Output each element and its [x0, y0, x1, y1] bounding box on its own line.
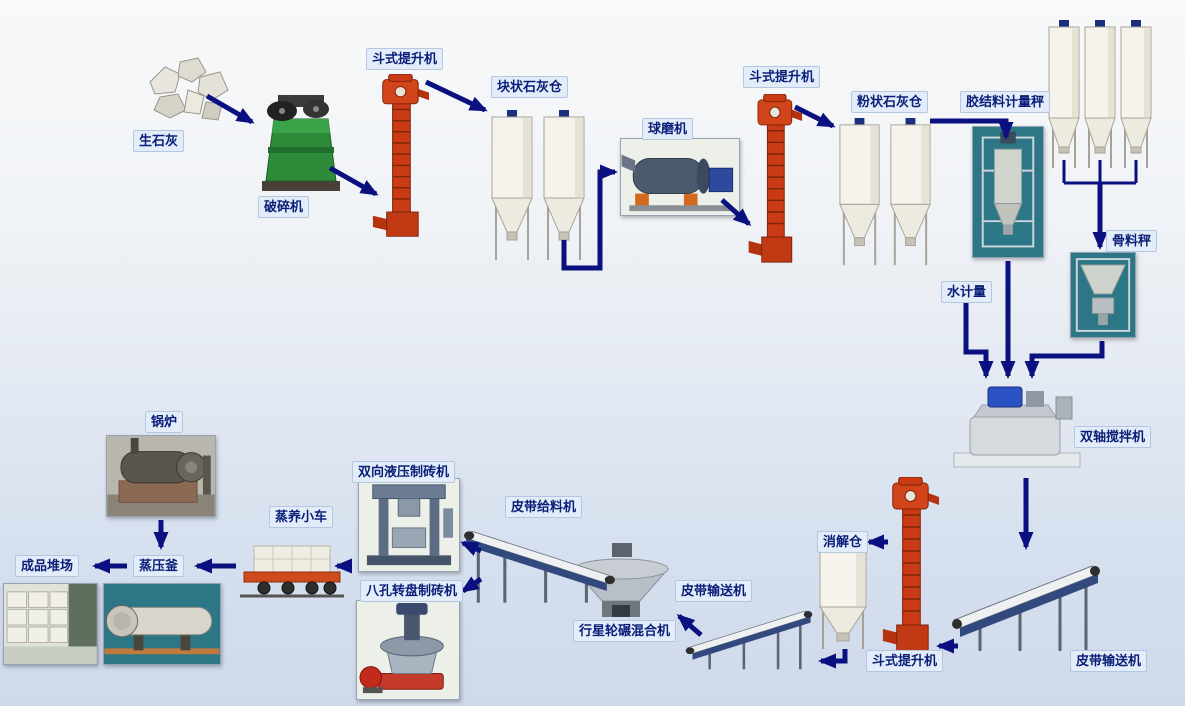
label-aggregate-scale: 骨料秤: [1106, 230, 1158, 252]
aggregate-scale: [1070, 252, 1136, 338]
slaking-silo-icon: [816, 543, 870, 655]
double-shaft-mixer: [948, 383, 1086, 475]
product-yard: [3, 583, 98, 665]
slaking-silo: [816, 543, 870, 655]
belt-conveyor-icon: [684, 600, 814, 672]
boiler: [106, 435, 216, 517]
arrow-aggregate-scale-to-mixer: [1024, 341, 1105, 379]
belt-feeder: [462, 518, 617, 606]
quicklime-rocks: [140, 52, 235, 127]
product-yard-icon: [4, 584, 97, 664]
ball-mill: [620, 138, 740, 216]
label-bucket-elevator-3: 斗式提升机: [866, 650, 944, 672]
bucket-elevator-icon: [743, 94, 803, 266]
label-slaking-silo: 消解仓: [817, 531, 869, 553]
label-water-meter: 水计量: [941, 281, 993, 303]
belt-conveyor-right: [950, 550, 1102, 655]
lump-lime-silo-icon: [488, 110, 588, 268]
jaw-crusher-icon: [262, 95, 340, 191]
label-hydraulic-brick-machine: 双向液压制砖机: [352, 461, 456, 483]
autoclave-icon: [104, 604, 220, 655]
label-belt-conveyor-right: 皮带输送机: [1070, 650, 1148, 672]
belt-conveyor-icon: [950, 550, 1102, 655]
belt-conveyor-mid: [684, 600, 814, 672]
bucket-elevator-icon: [367, 74, 430, 240]
label-binder-scale: 胶结料计量秤: [960, 91, 1051, 113]
lump-lime-silos: [488, 110, 588, 268]
bucket-elevator-2: [743, 94, 803, 266]
label-quicklime: 生石灰: [133, 130, 185, 152]
label-bucket-elevator-2: 斗式提升机: [743, 66, 821, 88]
label-belt-conveyor-mid: 皮带输送机: [675, 580, 753, 602]
arrow-water-to-mixer: [963, 303, 994, 379]
label-product-yard: 成品堆场: [15, 555, 80, 577]
rotary-brick-machine-icon: [359, 602, 444, 694]
aggregate-silos-icon: [1046, 20, 1154, 178]
label-lump-lime-silo: 块状石灰仓: [491, 76, 569, 98]
bucket-elevator-icon: [877, 477, 940, 655]
label-belt-feeder: 皮带给料机: [505, 496, 583, 518]
label-powder-lime-silo: 粉状石灰仓: [851, 91, 929, 113]
arrow-elevator1-to-lump-silo: [424, 79, 488, 113]
steam-cart-icon: [240, 545, 344, 598]
powder-lime-silo-icon: [836, 118, 934, 273]
label-boiler: 锅炉: [145, 411, 184, 433]
hydraulic-brick-machine-icon: [366, 484, 454, 566]
hydraulic-brick-machine: [358, 478, 460, 572]
quicklime-rocks-icon: [149, 57, 229, 121]
steam-cart: [240, 540, 344, 602]
rotary-brick-machine: [356, 600, 460, 700]
aggregate-silos: [1046, 20, 1154, 178]
label-steam-cart: 蒸养小车: [269, 506, 334, 528]
aggregate-scale-icon: [1075, 258, 1131, 332]
powder-lime-silos: [836, 118, 934, 273]
label-ball-mill: 球磨机: [642, 118, 694, 140]
bucket-elevator-3: [877, 477, 940, 655]
label-planetary-mixer: 行星轮碾混合机: [573, 620, 677, 642]
bucket-elevator-1: [367, 74, 430, 240]
label-bucket-elevator-1: 斗式提升机: [366, 48, 444, 70]
binder-scale: [972, 126, 1044, 258]
binder-scale-icon: [981, 131, 1035, 248]
boiler-icon: [107, 437, 215, 516]
double-shaft-mixer-icon: [953, 386, 1081, 468]
belt-feeder-icon: [462, 518, 617, 606]
ball-mill-icon: [621, 154, 734, 212]
label-autoclave: 蒸压釜: [133, 555, 185, 577]
label-rotary-brick-machine: 八孔转盘制砖机: [360, 580, 464, 602]
autoclave: [103, 583, 221, 665]
label-double-shaft-mixer: 双轴搅拌机: [1074, 426, 1152, 448]
jaw-crusher: [252, 85, 350, 197]
label-crusher: 破碎机: [258, 196, 310, 218]
